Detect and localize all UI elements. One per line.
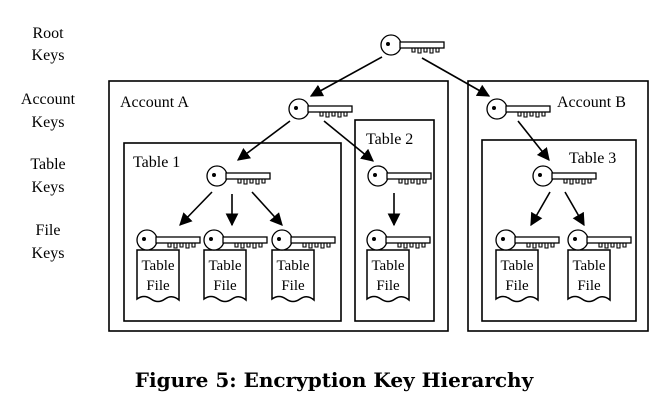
- level-label-file: File Keys: [32, 222, 65, 262]
- svg-text:File: File: [376, 278, 400, 294]
- arrow-table-3-to-file-6: [564, 191, 585, 227]
- table-3-box: [481, 139, 637, 322]
- table-file-6: Table File: [567, 249, 611, 303]
- svg-text:File: File: [577, 278, 601, 294]
- arrow-table-1-to-file-3: [251, 191, 283, 226]
- table-3-label: Table 3: [569, 150, 616, 167]
- level-label-root: Root Keys: [32, 25, 65, 64]
- svg-text:Table: Table: [500, 258, 533, 274]
- arrow-account-a-to-table-1: [236, 120, 291, 161]
- table-1-box: [123, 142, 342, 322]
- table-file-3: Table File: [271, 249, 315, 303]
- level-label-account: Account Keys: [21, 91, 76, 131]
- table-1-key-icon: [206, 165, 271, 187]
- arrow-table-1-to-file-1: [179, 191, 213, 226]
- svg-text:Table: Table: [572, 258, 605, 274]
- account-b-label: Account B: [557, 94, 626, 111]
- arrow-root-to-account-b: [421, 57, 491, 97]
- table-2-key-icon: [367, 165, 432, 187]
- account-a-label: Account A: [120, 94, 189, 111]
- arrow-account-a-to-table-2: [323, 120, 374, 162]
- svg-text:File: File: [146, 278, 170, 294]
- table-file-4: Table File: [366, 249, 410, 303]
- account-b-box: [467, 80, 649, 332]
- svg-text:File: File: [505, 278, 529, 294]
- account-a-key-icon: [288, 98, 353, 120]
- root-key-icon: [380, 34, 445, 56]
- svg-text:Keys: Keys: [32, 114, 65, 131]
- svg-text:Table: Table: [30, 156, 65, 173]
- table-3-key-icon: [532, 165, 597, 187]
- file-key-2-icon: [203, 229, 268, 251]
- table-1-label: Table 1: [133, 154, 180, 171]
- file-key-5-icon: [495, 229, 560, 251]
- svg-text:Root: Root: [32, 25, 64, 42]
- svg-text:File: File: [36, 222, 61, 239]
- svg-text:Account: Account: [21, 91, 76, 108]
- table-2-label: Table 2: [366, 131, 413, 148]
- svg-text:Keys: Keys: [32, 245, 65, 262]
- svg-text:Keys: Keys: [32, 179, 65, 196]
- arrow-account-b-to-table-3: [517, 120, 550, 162]
- arrow-table-3-to-file-5: [530, 191, 551, 227]
- svg-text:Keys: Keys: [32, 47, 65, 64]
- svg-text:File: File: [213, 278, 237, 294]
- level-label-table: Table Keys: [30, 156, 65, 196]
- svg-text:Table: Table: [208, 258, 241, 274]
- svg-text:Table: Table: [141, 258, 174, 274]
- file-key-6-icon: [567, 229, 632, 251]
- table-file-1: Table File: [136, 249, 180, 303]
- file-key-4-icon: [366, 229, 431, 251]
- table-2-box: [354, 119, 435, 322]
- account-a-box: [108, 80, 449, 332]
- file-key-3-icon: [271, 229, 336, 251]
- account-b-key-icon: [486, 98, 551, 120]
- arrow-root-to-account-a: [309, 56, 383, 97]
- table-file-5: Table File: [495, 249, 539, 303]
- svg-text:File: File: [281, 278, 305, 294]
- svg-text:Table: Table: [276, 258, 309, 274]
- file-key-1-icon: [136, 229, 201, 251]
- table-file-2: Table File: [203, 249, 247, 303]
- svg-text:Table: Table: [371, 258, 404, 274]
- figure-caption: Figure 5: Encryption Key Hierarchy: [135, 368, 535, 392]
